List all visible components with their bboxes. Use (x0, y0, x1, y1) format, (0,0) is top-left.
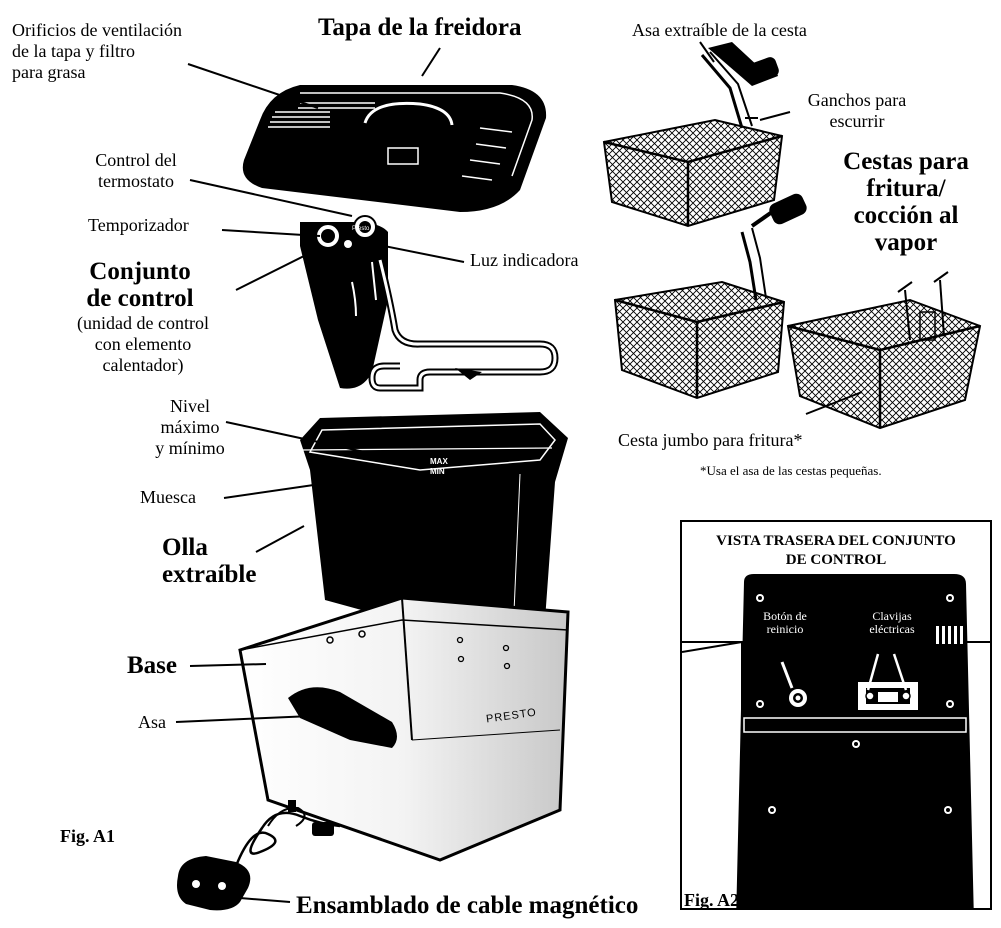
pot-min-mark: MIN (430, 467, 445, 476)
rear-view-title-line2: DE CONTROL (785, 552, 887, 568)
dial-mark: Presto (352, 226, 370, 232)
frying-basket-small (602, 42, 784, 228)
label-control-set: Conjunto de control (60, 258, 220, 312)
label-handle: Asa (138, 712, 166, 732)
magnetic-cord (177, 806, 341, 911)
rear-view-title: VISTA TRASERA DEL CONJUNTO DE CONTROL (682, 532, 990, 570)
label-thermostat-line2: termostato (98, 171, 174, 191)
label-basket-handle: Asa extraíble de la cesta (632, 20, 807, 40)
label-pot: Olla extraíble (162, 534, 256, 588)
control-assembly (300, 215, 559, 392)
rear-pins-label-line1: Clavijas (872, 609, 912, 623)
pot-max-mark: MAX (430, 457, 448, 466)
label-jumbo-basket: Cesta jumbo para fritura* (618, 430, 803, 450)
label-thermostat-line1: Control del (95, 150, 177, 170)
rear-reset-label-line1: Botón de (763, 609, 807, 623)
rear-pins-label: Clavijas eléctricas (856, 610, 928, 636)
label-baskets-title-line2: fritura/ (866, 175, 946, 202)
label-drain-hooks-line2: escurrir (829, 111, 885, 131)
rear-view-title-line1: VISTA TRASERA DEL CONJUNTO (716, 533, 956, 549)
label-baskets-title: Cestas para fritura/ cocción al vapor (826, 148, 986, 256)
label-control-set-line2: de control (86, 285, 194, 312)
fig-a1-caption: Fig. A1 (60, 826, 116, 846)
label-lid-title: Tapa de la freidora (318, 14, 522, 41)
fryer-base (238, 596, 570, 862)
label-indicator-light: Luz indicadora (470, 250, 579, 270)
label-control-set-desc-line3: calentador) (102, 355, 184, 375)
label-baskets-title-line4: vapor (874, 229, 938, 256)
label-notch: Muesca (140, 487, 196, 507)
rear-reset-label: Botón de reinicio (754, 610, 816, 636)
label-level-line1: Nivel (170, 396, 210, 416)
label-control-set-desc: (unidad de control con elemento calentad… (58, 313, 228, 376)
rear-pins-label-line2: eléctricas (869, 622, 915, 636)
label-control-set-desc-line1: (unidad de control (77, 313, 209, 333)
label-pot-line2: extraíble (162, 561, 257, 588)
label-baskets-title-line1: Cestas para (843, 148, 969, 175)
fig-a2-caption: Fig. A2 (684, 890, 740, 910)
label-base: Base (127, 652, 177, 679)
label-control-set-line1: Conjunto (89, 258, 191, 285)
label-pot-line1: Olla (162, 534, 208, 561)
label-level-line3: y mínimo (155, 438, 225, 458)
label-timer: Temporizador (88, 215, 189, 235)
rear-reset-label-line2: reinicio (766, 622, 804, 636)
leader-lines (175, 41, 863, 903)
label-thermostat: Control del termostato (70, 150, 202, 192)
pot-level-marks: MAX MIN (430, 457, 448, 477)
label-drain-hooks-line1: Ganchos para (807, 90, 907, 110)
label-control-set-desc-line2: con elemento (94, 334, 192, 354)
label-lid-vents-line1: Orificios de ventilación (12, 20, 182, 40)
label-level: Nivel máximo y mínimo (150, 396, 230, 459)
frying-basket-medium (613, 193, 807, 400)
label-drain-hooks: Ganchos para escurrir (792, 90, 922, 132)
footnote-handle: *Usa el asa de las cestas pequeñas. (700, 463, 882, 478)
label-lid-vents-line2: de la tapa y filtro (12, 41, 135, 61)
label-baskets-title-line3: cocción al (853, 202, 959, 229)
label-lid-vents-line3: para grasa (12, 62, 86, 82)
removable-pot (299, 412, 568, 641)
jumbo-frying-basket (786, 271, 982, 430)
label-lid-vents: Orificios de ventilación de la tapa y fi… (12, 20, 182, 83)
rear-view-panel: VISTA TRASERA DEL CONJUNTO DE CONTROL Bo… (680, 520, 992, 910)
label-cord: Ensamblado de cable magnético (296, 892, 639, 919)
rear-view-illustration (682, 574, 990, 908)
label-level-line2: máximo (160, 417, 220, 437)
fryer-lid (242, 85, 547, 212)
